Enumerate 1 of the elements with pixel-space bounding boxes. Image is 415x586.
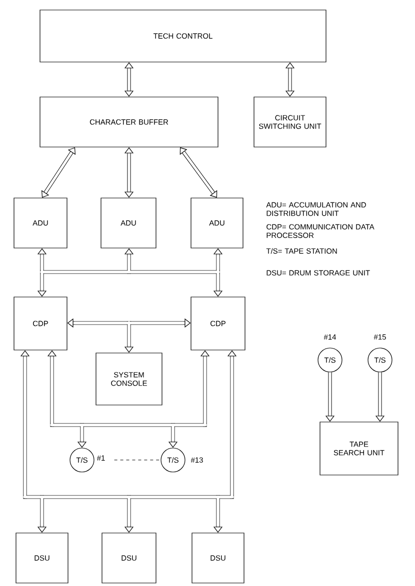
arrow — [180, 147, 218, 198]
